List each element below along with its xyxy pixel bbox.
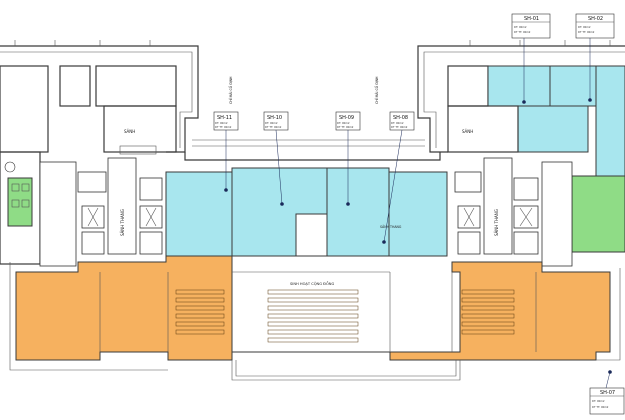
svg-text:DT: 00m2: DT: 00m2 <box>337 121 350 125</box>
toilet-icon <box>4 161 16 173</box>
right-wing-rooms: SẢNH <box>447 65 625 253</box>
wc-area <box>7 177 33 227</box>
seating-right <box>461 289 515 335</box>
community-area: SINH HOẠT CỘNG ĐỒNG <box>15 255 611 361</box>
unit-tag-sh10: SH-10 DT: 00m2 DT TT: 00m2 <box>263 111 289 206</box>
left-wing-rooms: SẢNH <box>0 65 177 265</box>
svg-text:DT: 00m2: DT: 00m2 <box>578 25 591 29</box>
central-units <box>165 167 448 257</box>
unit-tag-sh11-id: SH-11 <box>217 115 232 121</box>
unit-tag-sh08: SH-08 DT: 00m2 DT TT: 00m2 <box>382 111 415 244</box>
unit-tag-sh01-id: SH-01 <box>524 16 539 22</box>
stair-right-label: SẢNH THANG <box>494 209 499 236</box>
unit-sh11 <box>165 171 233 257</box>
svg-text:DT: 00m2: DT: 00m2 <box>514 25 527 29</box>
green-area-right <box>571 175 625 253</box>
roof-right-label: CHỈ MÁI CỐ ĐỊNH <box>374 76 379 104</box>
unit-sh01-bottom <box>517 105 589 153</box>
unit-tag-sh08-id: SH-08 <box>393 115 408 121</box>
unit-tag-sh09: SH-09 DT: 00m2 DT TT: 00m2 <box>335 111 361 206</box>
unit-tag-sh11: SH-11 DT: 00m2 DT TT: 00m2 <box>213 111 239 192</box>
unit-tag-sh07-id: SH-07 <box>600 390 615 396</box>
svg-text:DT TT: 00m2: DT TT: 00m2 <box>391 125 408 129</box>
svg-text:DT TT: 00m2: DT TT: 00m2 <box>265 125 282 129</box>
unit-tag-sh10-id: SH-10 <box>267 115 282 121</box>
unit-tag-sh01: SH-01 DT: 00m2 DT TT: 00m2 <box>511 13 551 104</box>
seating-center <box>267 289 359 343</box>
sanh-left-label: SẢNH <box>124 129 135 134</box>
unit-sh02-side <box>595 65 625 177</box>
unit-sh01-top <box>487 65 551 107</box>
core-left: SẢNH THANG <box>39 157 163 267</box>
unit-sh08 <box>388 171 448 257</box>
stair-center-label: SẢNH THANG <box>380 224 402 229</box>
stair-left-label: SẢNH THANG <box>120 209 125 236</box>
seating-left <box>175 289 225 335</box>
unit-tag-sh09-id: SH-09 <box>339 115 354 121</box>
common-area-label: SINH HOẠT CỘNG ĐỒNG <box>290 281 334 286</box>
unit-sh10-notch <box>295 213 328 257</box>
svg-text:DT TT: 00m2: DT TT: 00m2 <box>514 30 531 34</box>
svg-text:DT TT: 00m2: DT TT: 00m2 <box>578 30 595 34</box>
unit-sh09 <box>326 167 390 257</box>
unit-tag-sh02: SH-02 DT: 00m2 DT TT: 00m2 <box>575 13 615 102</box>
unit-tag-sh02-id: SH-02 <box>588 16 603 22</box>
svg-text:DT TT: 00m2: DT TT: 00m2 <box>215 125 232 129</box>
svg-text:DT: 00m2: DT: 00m2 <box>592 399 605 403</box>
outer-walls <box>0 40 625 161</box>
roof-left-label: CHỈ MÁI CỐ ĐỊNH <box>228 76 233 104</box>
sanh-right-label: SẢNH <box>462 129 473 134</box>
unit-tag-sh07: SH-07 DT: 00m2 DT TT: 00m2 <box>589 370 625 415</box>
svg-text:DT: 00m2: DT: 00m2 <box>391 121 404 125</box>
core-right: SẢNH THANG SẢNH THANG <box>380 157 573 267</box>
svg-text:DT: 00m2: DT: 00m2 <box>215 121 228 125</box>
svg-text:DT TT: 00m2: DT TT: 00m2 <box>592 405 609 409</box>
svg-text:DT TT: 00m2: DT TT: 00m2 <box>337 125 354 129</box>
svg-text:DT: 00m2: DT: 00m2 <box>265 121 278 125</box>
bottom-walls <box>9 262 621 381</box>
